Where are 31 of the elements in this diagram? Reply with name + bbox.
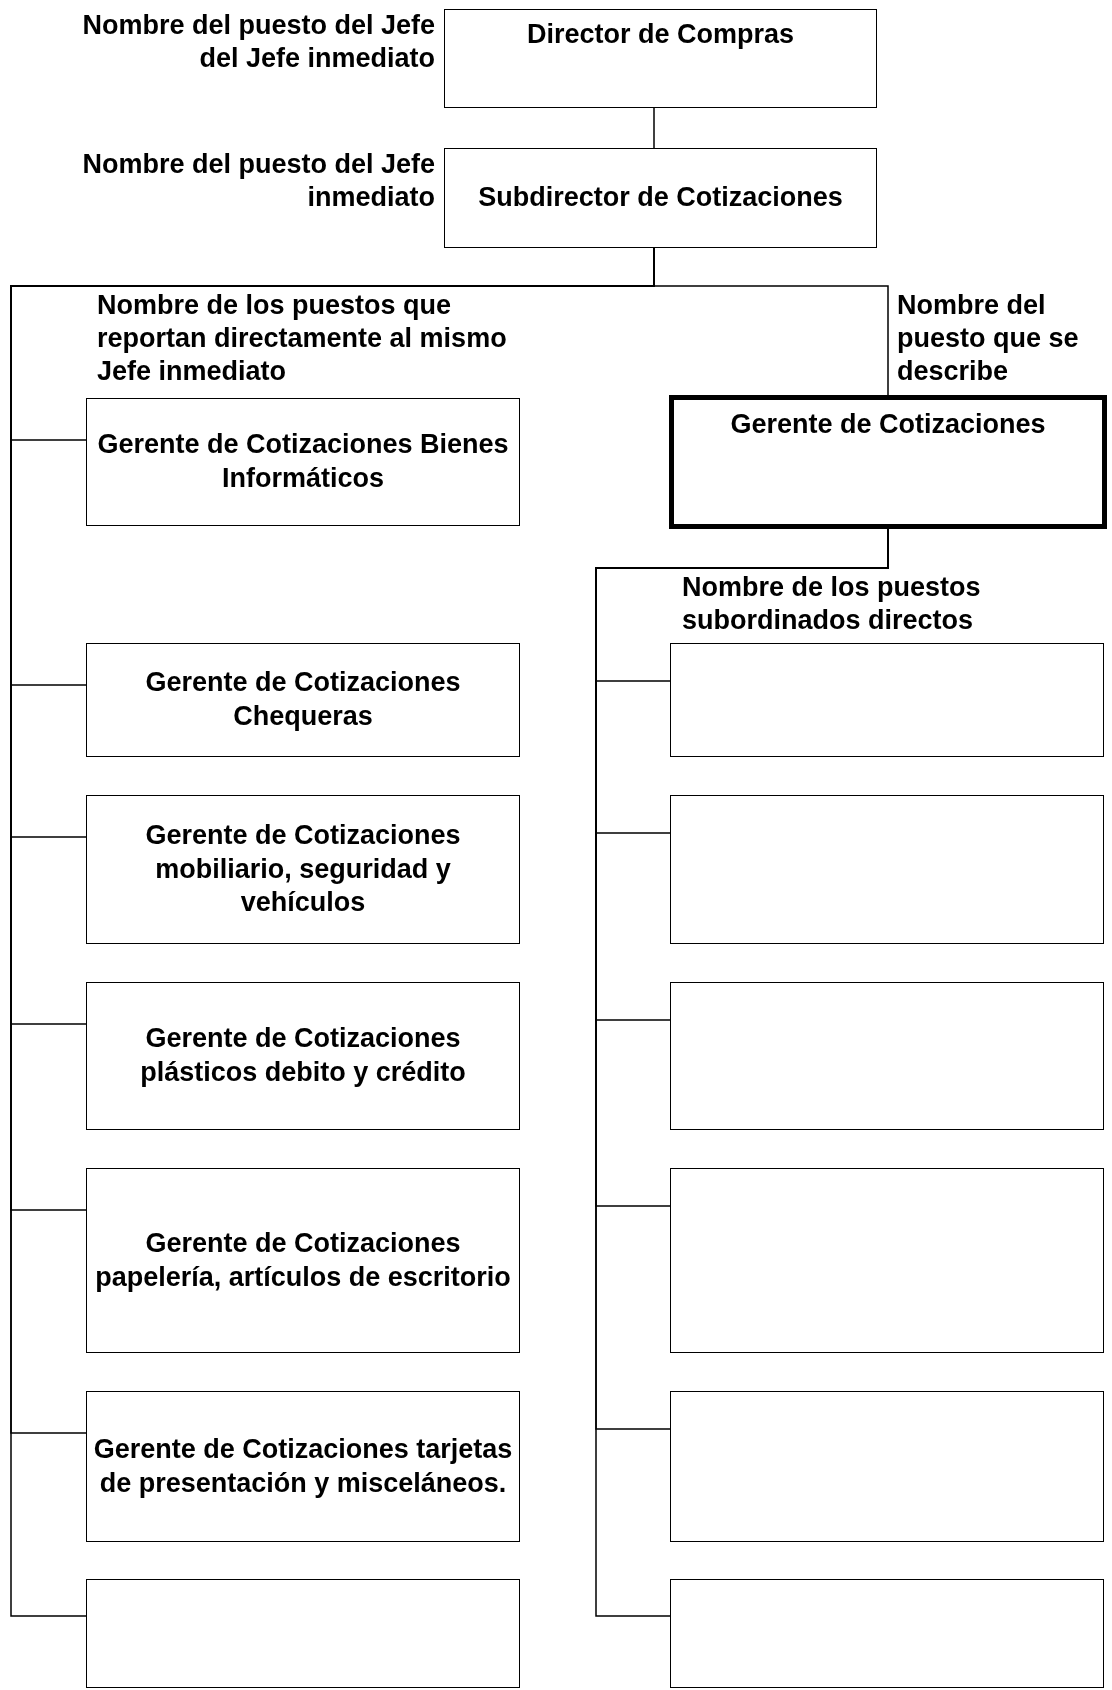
empty-position-box <box>670 643 1104 757</box>
position-title: Gerente de Cotizaciones Bienes Informáticos <box>96 428 510 495</box>
empty-position-box <box>670 1168 1104 1353</box>
connector-line <box>653 107 655 149</box>
empty-position-box <box>86 1579 520 1688</box>
empty-position-box <box>670 795 1104 944</box>
position-box <box>86 398 520 526</box>
position-box <box>86 1168 520 1353</box>
position-box <box>444 148 877 248</box>
position-box <box>444 9 877 108</box>
position-title: Gerente de Cotizaciones tarjetas de presentación y misceláneos. <box>93 1432 513 1500</box>
position-title: Gerente de Cotizaciones <box>730 408 1046 441</box>
empty-position-box <box>670 1391 1104 1542</box>
position-title: Gerente de Cotizaciones plásticos debito y crédito <box>139 1022 467 1089</box>
side-label: Nombre del puesto del Jefe del Jefe inmediato <box>81 9 435 75</box>
position-title: Director de Compras <box>526 18 795 51</box>
position-box <box>669 395 1107 529</box>
position-box <box>86 643 520 757</box>
position-title: Gerente de Cotizaciones Chequeras <box>144 666 462 733</box>
side-label: Nombre del puesto que se describe <box>897 289 1080 388</box>
position-box <box>86 982 520 1130</box>
side-label: Nombre del puesto del Jefe inmediato <box>81 148 435 214</box>
section-label: Nombre de los puestos que reportan directamente al mismo Jefe inmediato <box>97 289 508 388</box>
position-title: Subdirector de Cotizaciones <box>478 181 843 215</box>
empty-position-box <box>670 982 1104 1130</box>
section-label: Nombre de los puestos subordinados directos <box>682 571 982 637</box>
empty-position-box <box>670 1579 1104 1688</box>
position-title: Gerente de Cotizaciones mobiliario, seguridad y vehículos <box>144 818 462 920</box>
position-box <box>86 1391 520 1542</box>
position-box <box>86 795 520 944</box>
position-title: Gerente de Cotizaciones papelería, artículos de escritorio <box>94 1226 512 1294</box>
